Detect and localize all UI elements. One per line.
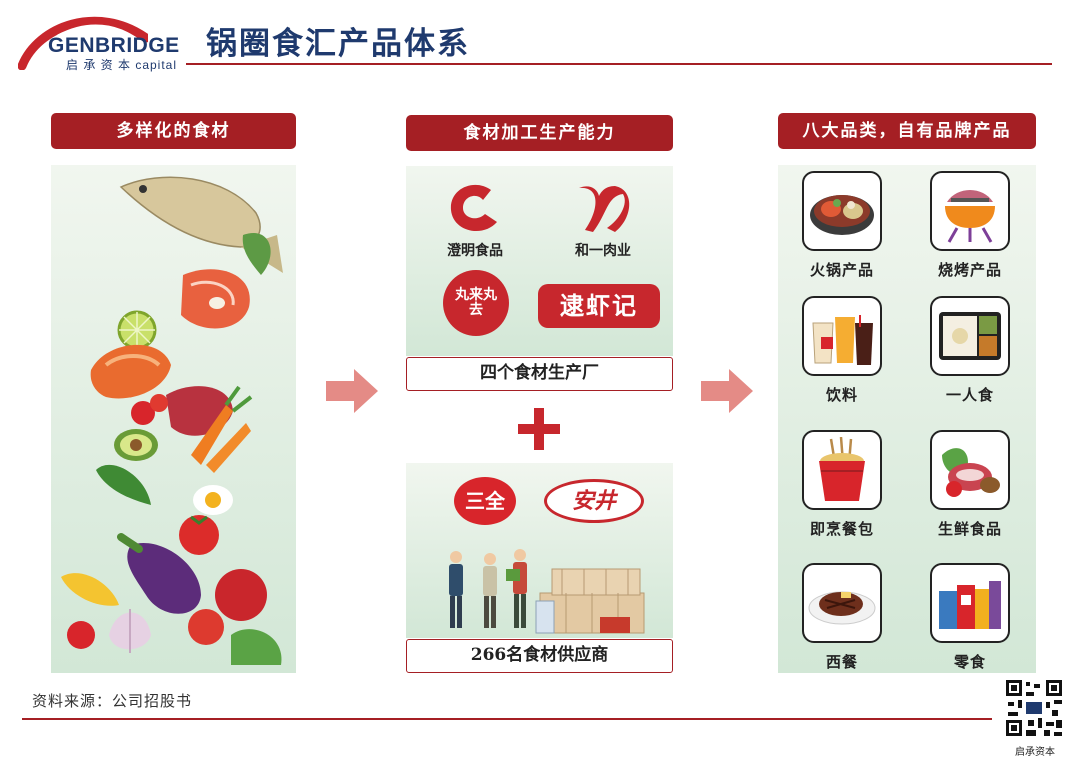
- brand-name: 澄明食品: [447, 243, 503, 259]
- logo-subtitle: 启 承 资 本 capital: [66, 58, 178, 72]
- category-label: 火锅产品: [809, 261, 874, 279]
- category-hotpot: 火锅产品: [787, 171, 897, 280]
- eggplant-icon: [117, 533, 201, 614]
- category-western: 西餐: [787, 563, 897, 672]
- qr-code-icon[interactable]: [1004, 678, 1064, 738]
- hotpot-icon: [810, 195, 874, 235]
- heyi-logo-icon: [579, 186, 630, 232]
- sanquan-logo: 三全: [454, 477, 516, 525]
- salmon-steak-icon: [181, 269, 250, 329]
- category-bbq: 烧烤产品: [915, 171, 1025, 280]
- category-label: 零食: [953, 653, 986, 671]
- cherry-tomato-icon: [131, 401, 155, 425]
- brand-anjing: 安井: [544, 479, 644, 523]
- person-icon: [449, 551, 463, 628]
- daixiaji-logo: 逮虾记: [538, 284, 660, 328]
- genbridge-logo: GENBRIDGE 启 承 资 本 capital: [18, 8, 183, 72]
- arrow-right-icon: [326, 369, 378, 413]
- bbq-grill-icon: [945, 190, 995, 243]
- steak-icon: [808, 591, 876, 625]
- drinks-icon: [812, 315, 873, 365]
- suppliers-illustration: [449, 549, 645, 634]
- category-label: 西餐: [825, 653, 858, 671]
- suppliers-panel: 三全 安井: [406, 463, 673, 638]
- category-label: 即烹餐包: [809, 520, 874, 538]
- brand-sanquan: 三全: [450, 477, 520, 525]
- carrot-icon: [191, 385, 253, 473]
- avocado-icon: [114, 429, 158, 461]
- leaf-icon: [242, 233, 271, 275]
- person-icon: [483, 553, 497, 628]
- category-single-meal: 一人食: [915, 296, 1025, 405]
- category-label: 一人食: [945, 386, 994, 404]
- category-fresh-food: 生鲜食品: [915, 430, 1025, 539]
- chengming-logo-icon: [450, 184, 497, 232]
- snacks-icon: [939, 581, 1001, 629]
- anjing-logo: 安井: [544, 479, 644, 523]
- brand-wanlaiwanqu: 丸来丸去: [426, 270, 526, 336]
- wanlaiwanqu-logo: 丸来丸去: [443, 270, 509, 336]
- fresh-food-icon: [942, 448, 1000, 497]
- brand-daixiaji: 逮虾记: [538, 284, 660, 328]
- category-label: 生鲜食品: [937, 520, 1002, 538]
- category-drinks: 饮料: [787, 296, 897, 405]
- category-label: 烧烤产品: [937, 261, 1002, 279]
- plus-icon: [518, 408, 560, 450]
- footer-divider: [22, 718, 992, 720]
- factories-caption: 四个食材生产厂: [406, 357, 673, 391]
- source-note: 资料来源：公司招股书: [32, 692, 193, 710]
- category-meal-kit: 即烹餐包: [787, 430, 897, 539]
- title-divider: [186, 63, 1052, 65]
- brand-chengming: 澄明食品: [420, 180, 530, 260]
- categories-column-title: 八大品类，自有品牌产品: [778, 113, 1036, 149]
- processing-column-title: 食材加工生产能力: [406, 115, 673, 151]
- garlic-icon: [109, 609, 151, 653]
- cargo-boxes-icon: [535, 568, 645, 634]
- leek-icon: [96, 464, 151, 505]
- brand-name: 和一肉业: [575, 243, 631, 259]
- suppliers-caption: 266名食材供应商: [406, 639, 673, 673]
- ingredients-illustration: [61, 176, 283, 665]
- noodle-box-icon: [819, 437, 865, 501]
- brand-heyi: 和一肉业: [548, 180, 658, 260]
- logo-arc-icon: [18, 16, 148, 70]
- bento-icon: [939, 312, 1001, 360]
- lime-slice-icon: [117, 310, 157, 350]
- egg-icon: [193, 485, 233, 515]
- tomato-icon: [179, 515, 219, 555]
- category-label: 饮料: [825, 386, 858, 404]
- lettuce-icon: [231, 629, 282, 665]
- category-snacks: 零食: [915, 563, 1025, 672]
- factories-panel: 澄明食品 和一肉业 丸来丸去 逮虾记: [406, 166, 673, 356]
- ingredients-column-title: 多样化的食材: [51, 113, 296, 149]
- shrimp-icon: [90, 344, 171, 399]
- qr-label: 启承资本: [1015, 747, 1055, 758]
- logo-name: GENBRIDGE: [48, 34, 180, 57]
- ingredients-panel: [51, 165, 296, 673]
- person-icon: [506, 549, 527, 628]
- tomato-cluster-icon: [215, 569, 267, 621]
- corn-icon: [61, 573, 119, 606]
- arrow-right-icon: [701, 369, 753, 413]
- page-title: 锅圈食汇产品体系: [206, 26, 470, 62]
